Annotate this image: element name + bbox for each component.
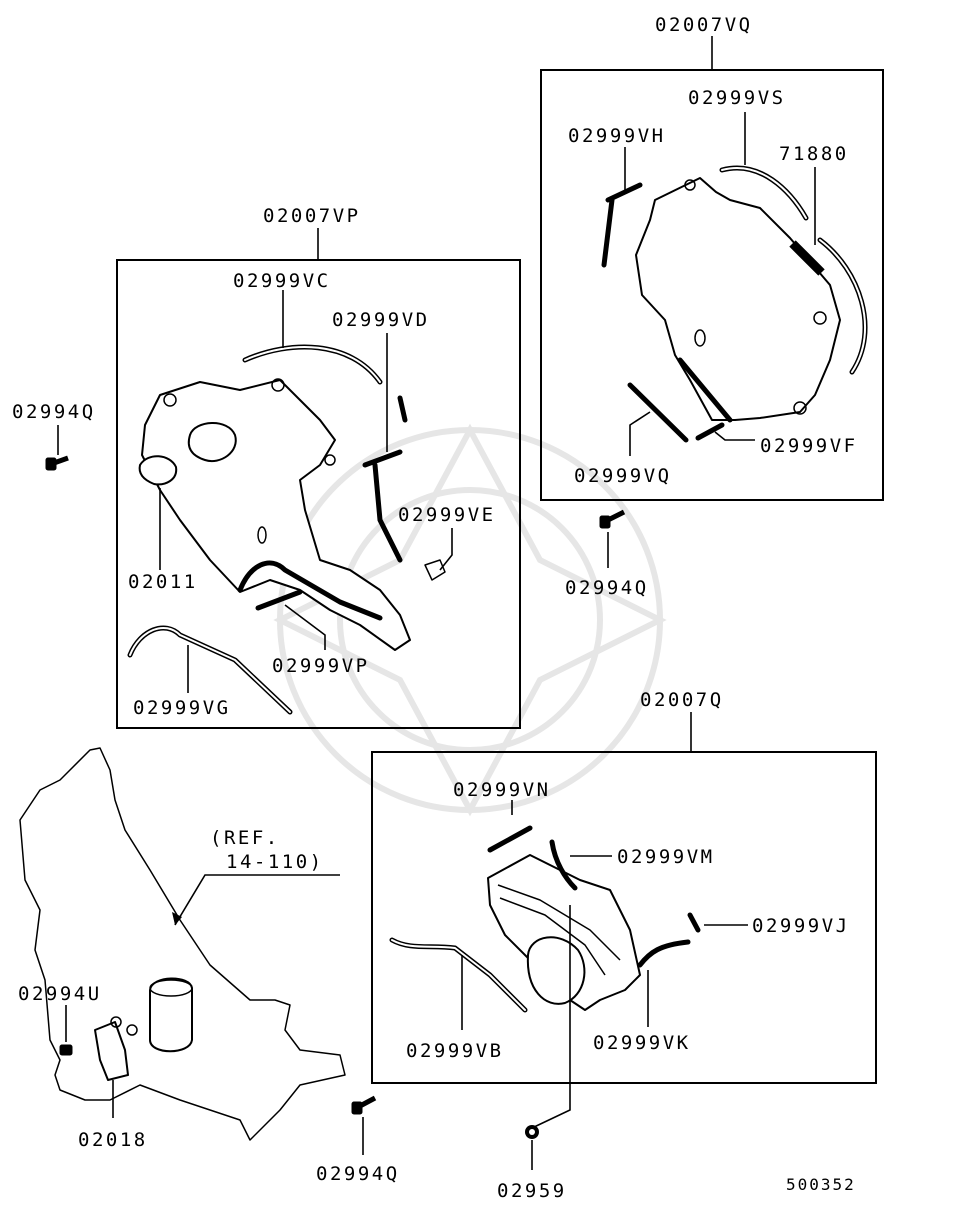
label-ref-line1: (REF. [210, 827, 280, 849]
label-ref-line2: 14-110) [226, 851, 324, 873]
label-02994Q-top: 02994Q [565, 577, 649, 599]
bolt-02994Q-top: 02994Q [565, 509, 649, 599]
group-02007VQ: 02007VQ 02999VH 02999VS 71880 02999VQ 02… [540, 14, 884, 501]
label-02018: 02018 [78, 1129, 148, 1151]
cover-window [187, 422, 237, 463]
label-02999VB: 02999VB [406, 1040, 504, 1062]
label-02994Q-bottom: 02994Q [316, 1163, 400, 1185]
clip-02999VE [424, 559, 446, 581]
block-boss [149, 977, 193, 1053]
group-02007VP: 02007VP 02999VC 02999VD 02999VE 02011 02… [116, 205, 521, 729]
label-02994U: 02994U [18, 983, 102, 1005]
label-02999VK: 02999VK [593, 1032, 691, 1054]
figure-number: 500352 [786, 1175, 856, 1194]
label-02999VQ: 02999VQ [574, 465, 672, 487]
group-02007Q: 02007Q 02999VN 02999VM 02999VJ 02999VB 0… [371, 689, 877, 1084]
seal-71880 [789, 240, 825, 276]
label-02999VF: 02999VF [760, 435, 858, 457]
bolt-02994Q-bottom: 02994Q [316, 1095, 400, 1185]
label-02959: 02959 [497, 1180, 567, 1202]
nut-02959: 02959 [497, 1083, 571, 1202]
label-02999VC: 02999VC [233, 270, 331, 292]
bolt-02994Q-left: 02994Q [12, 401, 96, 471]
label-02999VN: 02999VN [453, 779, 551, 801]
label-02007Q: 02007Q [640, 689, 724, 711]
label-02999VP: 02999VP [272, 655, 370, 677]
label-02007VQ: 02007VQ [655, 14, 753, 36]
label-02011: 02011 [128, 571, 198, 593]
label-02999VM: 02999VM [617, 846, 715, 868]
inner-cover-ring [526, 936, 586, 1005]
upper-timing-cover-rear [635, 177, 841, 421]
label-02994Q-left: 02994Q [12, 401, 96, 423]
label-02999VD: 02999VD [332, 309, 430, 331]
label-02999VJ: 02999VJ [752, 915, 850, 937]
engine-block-ref: (REF. 14-110) 02994U 02018 [18, 747, 346, 1151]
label-02999VH: 02999VH [568, 125, 666, 147]
bolt-02994U [59, 1044, 73, 1056]
label-02999VG: 02999VG [133, 697, 231, 719]
group-box-02007Q [371, 751, 877, 1084]
bracket-02018 [94, 1021, 129, 1081]
label-02007VP: 02007VP [263, 205, 361, 227]
cap-02011 [138, 455, 178, 486]
label-02999VE: 02999VE [398, 504, 496, 526]
lower-timing-cover-front [141, 379, 411, 651]
label-02999VS: 02999VS [688, 87, 786, 109]
label-71880: 71880 [779, 143, 849, 165]
